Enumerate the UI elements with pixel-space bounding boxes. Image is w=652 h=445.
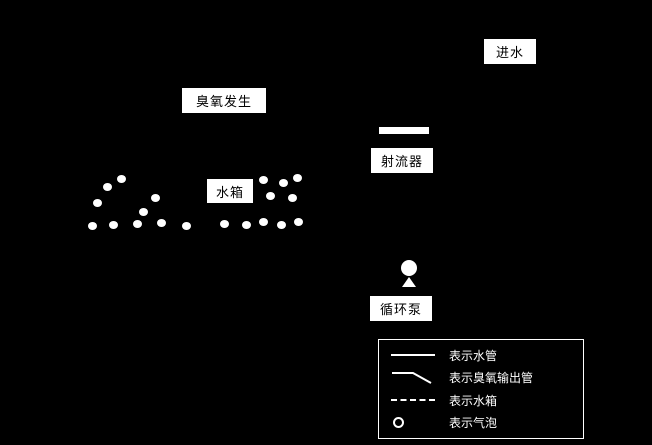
- legend-label: 表示臭氧输出管: [449, 371, 534, 386]
- legend-label: 表示水箱: [449, 393, 498, 408]
- bubble-icon: [109, 221, 118, 229]
- pump-icon: [401, 260, 417, 276]
- bubble-icon: [133, 220, 142, 228]
- bubble-icon: [151, 194, 160, 202]
- jet-device-icon: [379, 127, 429, 134]
- water-tank-dashed-line-icon: [391, 399, 439, 402]
- legend-label: 表示水管: [449, 348, 498, 363]
- jet-device-label: 射流器: [371, 148, 433, 173]
- legend-row-ozone-pipe: 表示臭氧输出管: [391, 367, 583, 389]
- bubble-icon: [103, 183, 112, 191]
- bubble-icon: [117, 175, 126, 183]
- circulation-pump-label: 循环泵: [370, 296, 432, 321]
- bubble-icon: [266, 192, 275, 200]
- bubble-icon: [93, 199, 102, 207]
- bubble-icon: [220, 220, 229, 228]
- legend-row-bubble: 表示气泡: [391, 412, 583, 434]
- bubble-icon: [139, 208, 148, 216]
- water-pipe-line-icon: [391, 354, 439, 357]
- bubble-icon: [182, 222, 191, 230]
- bubble-icon: [277, 221, 286, 229]
- bubble-icon: [157, 219, 166, 227]
- bubble-icon: [259, 176, 268, 184]
- inlet-label: 进水: [484, 39, 536, 64]
- water-tank-label: 水箱: [207, 179, 253, 203]
- pump-triangle-icon: [402, 277, 416, 287]
- legend-box: 表示水管 表示臭氧输出管 表示水箱 表示气泡: [378, 339, 584, 439]
- bubble-icon: [294, 218, 303, 226]
- bubble-icon: [288, 194, 297, 202]
- bubble-icon: [279, 179, 288, 187]
- legend-label: 表示气泡: [449, 416, 498, 431]
- ozone-generator-label: 臭氧发生: [182, 88, 266, 113]
- bubble-icon: [293, 174, 302, 182]
- bubble-icon: [242, 221, 251, 229]
- legend-row-water-pipe: 表示水管: [391, 344, 583, 366]
- ozone-pipe-bent-line-icon: [391, 370, 439, 386]
- bubble-icon: [88, 222, 97, 230]
- bubble-circle-icon: [391, 417, 439, 429]
- bubble-icon: [259, 218, 268, 226]
- legend-row-water-tank: 表示水箱: [391, 389, 583, 411]
